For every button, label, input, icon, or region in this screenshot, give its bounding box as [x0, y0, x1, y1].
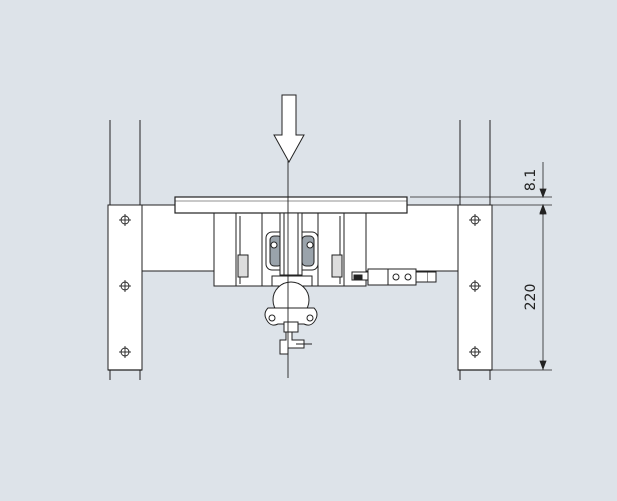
top-plate: [174, 196, 408, 214]
dimension-height-label: 220: [523, 284, 539, 311]
dimension-height: [539, 204, 547, 371]
dimension-top-gap-label: 8.1: [523, 169, 539, 191]
lower-valve: [264, 275, 318, 355]
right-bracket-holes: [469, 214, 481, 358]
left-bracket-holes: [119, 214, 131, 358]
clamp-mechanism: [265, 212, 319, 276]
load-arrow: [273, 94, 305, 164]
side-sensor: [351, 268, 437, 286]
dimension-extension-lines: [410, 196, 552, 371]
